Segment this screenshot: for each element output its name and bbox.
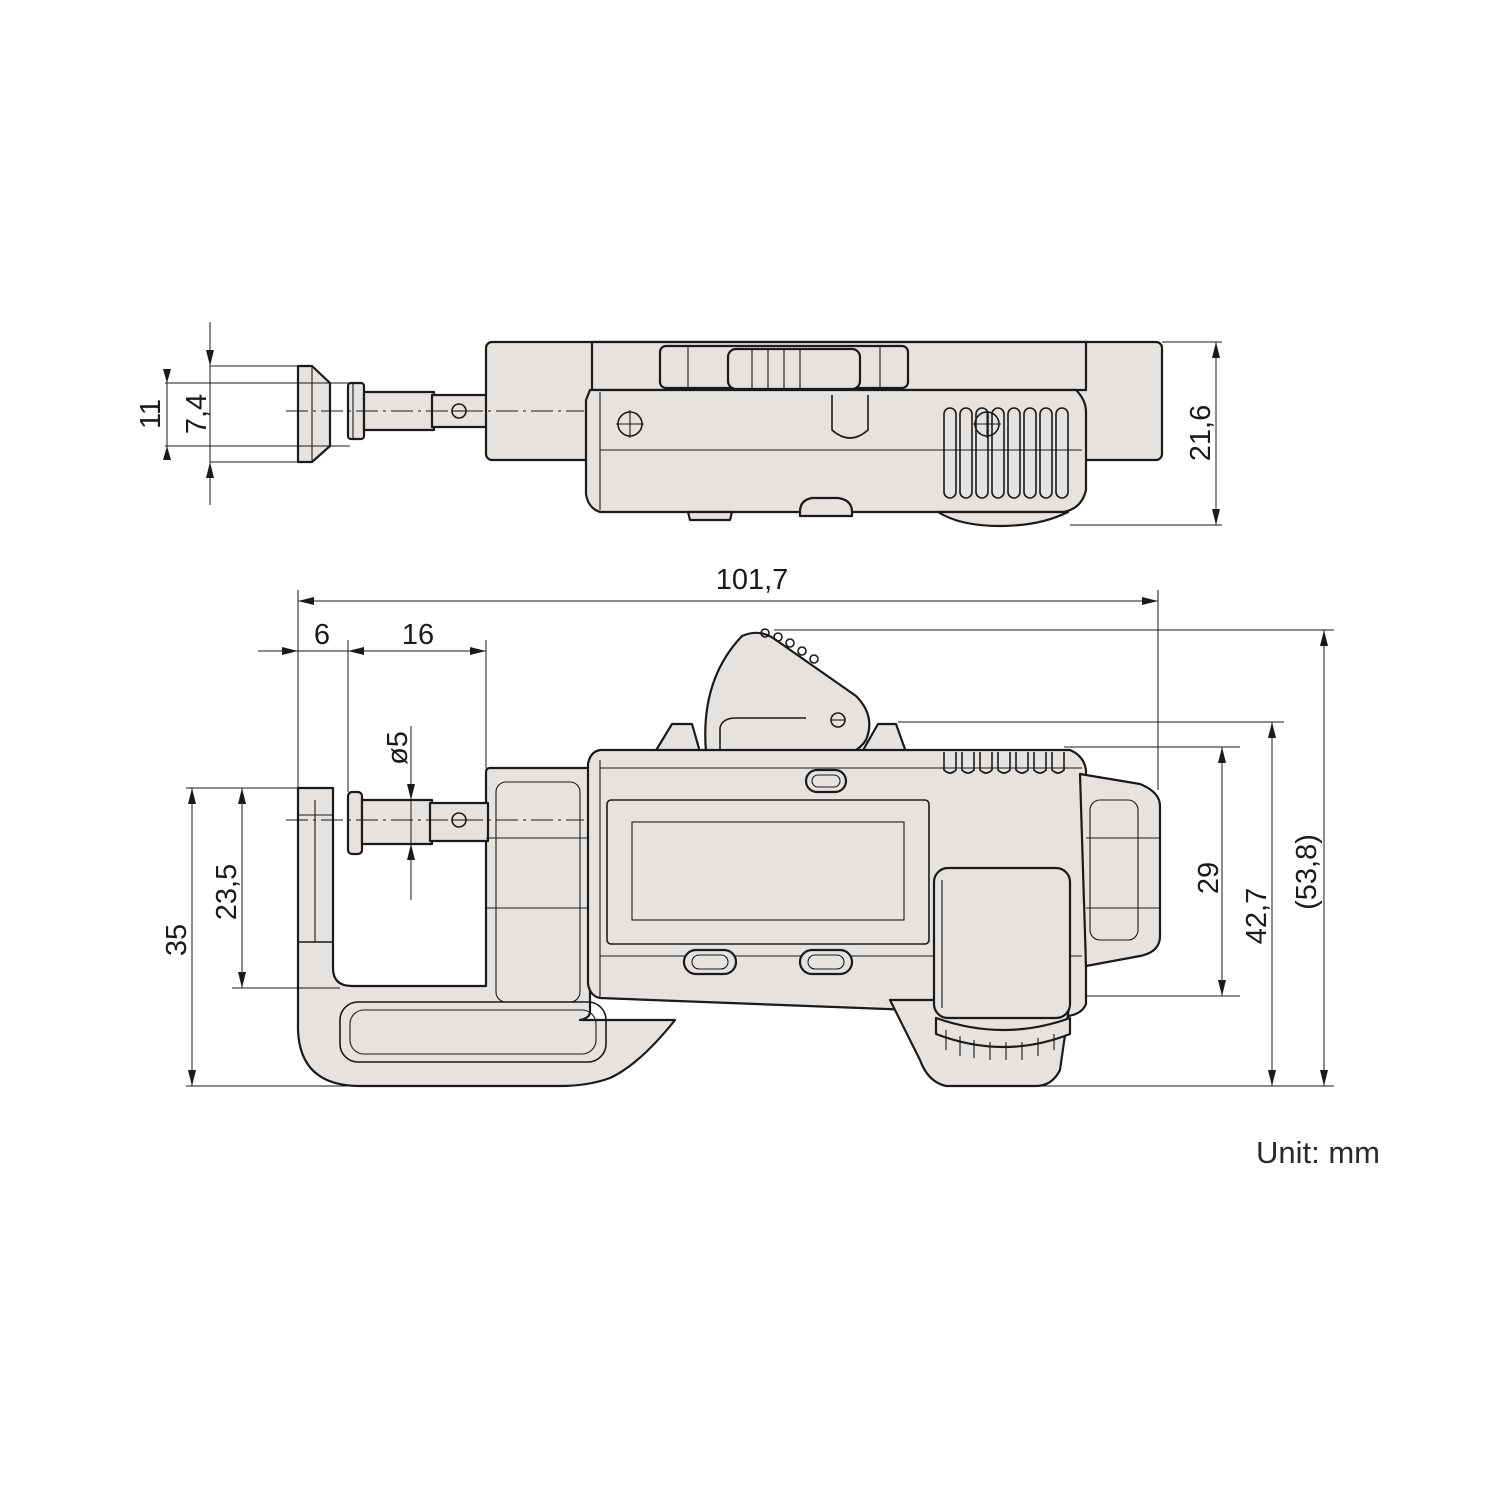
front-lock-box: [932, 866, 1072, 1020]
front-view: 101,7 6 16 ø5 35: [161, 564, 1334, 1088]
dim-dia5-label: ø5: [382, 731, 414, 765]
dim-6-16: 6 16: [258, 619, 487, 792]
dim-6-label: 6: [314, 619, 330, 651]
top-thumb-wheel: [658, 344, 910, 391]
dim-7-4: 7,4: [163, 369, 350, 460]
front-lever: [704, 631, 871, 758]
dim-29-label: 29: [1193, 862, 1225, 894]
dim-11: 11: [135, 322, 300, 505]
dim-53-8: (53,8): [774, 629, 1334, 1087]
dim-16-label: 16: [402, 619, 434, 651]
dim-35-label: 35: [161, 924, 193, 956]
dim-29: 29: [1064, 746, 1240, 997]
dim-23-5: 23,5: [211, 787, 340, 989]
dim-7-4-label: 7,4: [181, 394, 213, 434]
top-housing: [584, 388, 1088, 514]
dim-dia5: ø5: [382, 726, 415, 900]
front-frame-window: [339, 1001, 607, 1063]
dim-21-6-label: 21,6: [1185, 405, 1217, 461]
top-anvil: [296, 364, 332, 464]
unit-label: Unit: mm: [1256, 1135, 1380, 1170]
front-lever-knurl: [760, 628, 819, 664]
front-spindle: [346, 790, 490, 856]
front-wheel-knurl: [945, 1030, 1055, 1060]
front-display-bezel: [606, 799, 930, 945]
top-center-marks: [451, 403, 1001, 438]
dim-53-8-label: (53,8): [1291, 834, 1323, 910]
dim-23-5-label: 23,5: [211, 864, 243, 920]
dim-101-7-label: 101,7: [716, 564, 789, 596]
front-right-button: [798, 948, 854, 976]
top-view: 11 7,4 21,6: [135, 322, 1222, 528]
dim-21-6: 21,6: [1070, 341, 1222, 526]
front-lcd-screen: [631, 821, 905, 921]
dim-42-7-label: 42,7: [1241, 888, 1273, 944]
dim-11-label: 11: [135, 399, 167, 429]
front-grip-ridges: [943, 752, 1065, 774]
dim-101-7: 101,7: [297, 564, 1159, 790]
front-rear-block: [1078, 772, 1162, 968]
front-left-button: [682, 948, 738, 976]
top-grip-ridges: [943, 407, 1069, 499]
dim-42-7: 42,7: [898, 721, 1284, 1087]
dim-35: 35: [161, 787, 360, 1087]
